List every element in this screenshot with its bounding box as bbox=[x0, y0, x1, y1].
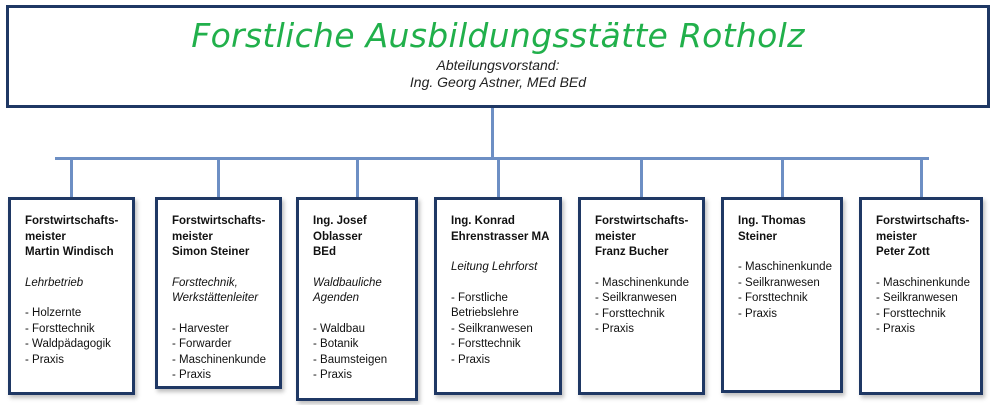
task-item: - Forsttechnik bbox=[876, 307, 946, 320]
task-item: - Forstliche Betriebslehre bbox=[451, 291, 519, 320]
task-item: - Holzernte bbox=[25, 307, 82, 319]
staff-name: Ing. Josef Oblasser BEd bbox=[313, 215, 367, 258]
task-item: - Seilkranwesen bbox=[738, 276, 820, 289]
task-item: - Praxis bbox=[595, 323, 634, 335]
task-item: - Botanik bbox=[313, 338, 359, 350]
task-item: - Maschinenkunde bbox=[738, 261, 832, 273]
staff-name: Forstwirtschafts- meister Martin Windisc… bbox=[25, 215, 119, 258]
task-list: - Harvester - Forwarder - Maschinenkunde - … bbox=[172, 322, 273, 384]
department-card: Forstwirtschafts- meister Martin Windisc… bbox=[8, 197, 135, 395]
drop-connector bbox=[70, 158, 73, 198]
task-item: - Waldbau bbox=[313, 322, 365, 335]
task-item: - Forsttechnik bbox=[451, 338, 521, 350]
task-list: - Maschinenkunde - Seilkranwesen - Forstte… bbox=[876, 276, 974, 338]
department-card: Ing. Thomas Steiner - Maschinenkunde - Sei… bbox=[721, 197, 843, 393]
task-item: - Praxis bbox=[172, 369, 211, 381]
task-item: - Seilkranwesen bbox=[451, 322, 533, 335]
head-of-department-box: Forstliche Ausbildungsstätte Rotholz Abt… bbox=[6, 5, 990, 108]
department-card: Ing. Konrad Ehrenstrasser MA Leitung Lehr… bbox=[434, 197, 562, 395]
department-role: Leitung Lehrforst bbox=[451, 261, 538, 273]
task-item: - Seilkranwesen bbox=[876, 292, 958, 304]
head-name: Ing. Georg Astner, MEd BEd bbox=[409, 74, 587, 90]
staff-name: Forstwirtschafts- meister Simon Steiner bbox=[172, 215, 266, 258]
task-list: - Maschinenkunde - Seilkranwesen - Forstte… bbox=[738, 260, 834, 322]
task-item: - Praxis bbox=[451, 353, 490, 366]
staff-name: Ing. Konrad Ehrenstrasser MA bbox=[451, 215, 550, 243]
staff-name: Forstwirtschafts- meister Peter Zott bbox=[876, 215, 970, 258]
task-list: - Waldbau - Botanik - Baumsteigen - Praxis bbox=[313, 322, 409, 384]
task-list: - Forstliche Betriebslehre - Seilkranwese… bbox=[451, 291, 553, 369]
drop-connector bbox=[780, 158, 784, 198]
trunk-connector bbox=[491, 108, 494, 158]
task-item: - Seilkranwesen bbox=[595, 292, 677, 304]
institution-title: Forstliche Ausbildungsstätte Rotholz bbox=[191, 16, 805, 55]
task-item: - Praxis bbox=[738, 307, 777, 320]
department-role: Forsttechnik, Werkstättenleiter bbox=[172, 276, 259, 305]
task-item: - Maschinenkunde bbox=[172, 353, 266, 366]
task-item: - Praxis bbox=[25, 353, 64, 366]
task-item: - Forsttechnik bbox=[595, 307, 665, 320]
drop-connector bbox=[640, 158, 643, 198]
department-role: Lehrbetrieb bbox=[25, 276, 84, 289]
task-item: - Harvester bbox=[172, 322, 229, 335]
task-item: - Forsttechnik bbox=[25, 322, 95, 335]
task-item: - Praxis bbox=[876, 323, 915, 335]
task-list: - Maschinenkunde - Seilkranwesen - Forstte… bbox=[595, 276, 696, 338]
department-card: Forstwirtschafts- meister Franz Bucher - … bbox=[578, 197, 705, 395]
horizontal-connector bbox=[55, 157, 929, 160]
task-item: - Waldpädagogik bbox=[25, 338, 111, 350]
drop-connector bbox=[217, 158, 220, 198]
task-list: - Holzernte - Forsttechnik - Waldpädagogik… bbox=[25, 306, 126, 368]
task-item: - Maschinenkunde bbox=[595, 276, 689, 289]
drop-connector bbox=[496, 158, 500, 198]
task-item: - Forsttechnik bbox=[738, 292, 808, 304]
task-item: - Baumsteigen bbox=[313, 353, 388, 366]
drop-connector bbox=[355, 158, 359, 198]
task-item: - Maschinenkunde bbox=[876, 276, 970, 289]
department-role: Waldbauliche Agenden bbox=[313, 276, 382, 305]
head-role-label: Abteilungsvorstand: bbox=[436, 57, 560, 73]
drop-connector bbox=[919, 158, 923, 198]
staff-name: Forstwirtschafts- meister Franz Bucher bbox=[595, 215, 689, 258]
staff-name: Ing. Thomas Steiner bbox=[738, 215, 806, 243]
task-item: - Praxis bbox=[313, 369, 352, 381]
department-card: Forstwirtschafts- meister Peter Zott - Ma… bbox=[859, 197, 983, 395]
task-item: - Forwarder bbox=[172, 338, 232, 350]
